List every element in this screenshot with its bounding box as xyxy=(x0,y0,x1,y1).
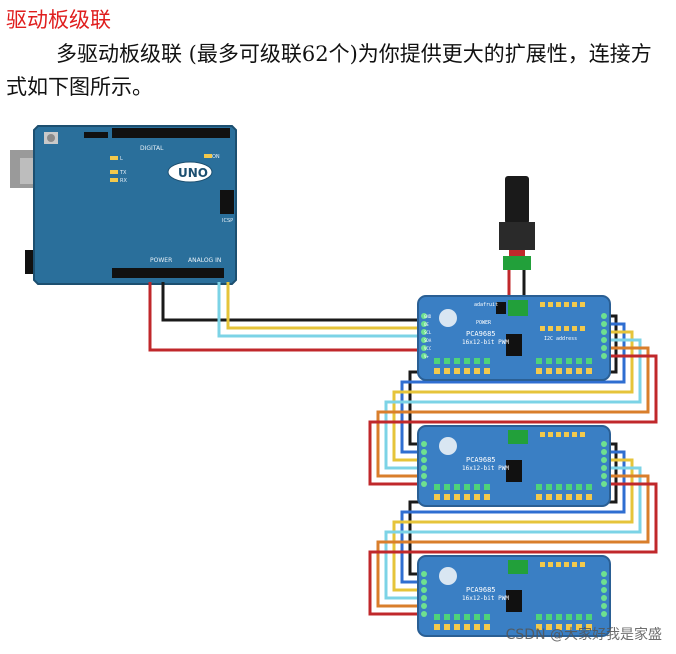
csdn-watermark: CSDN @大家好我是家盛 xyxy=(505,627,662,643)
svg-text:adafruit: adafruit xyxy=(474,302,498,308)
svg-text:OE: OE xyxy=(424,322,429,327)
svg-text:ANALOG IN: ANALOG IN xyxy=(188,257,221,264)
svg-text:POWER: POWER xyxy=(150,257,172,264)
svg-text:POWER: POWER xyxy=(476,320,492,326)
svg-text:SCL: SCL xyxy=(424,330,432,335)
pwm-driver-board-3: PCA9685 16x12-bit PWM xyxy=(417,555,611,637)
svg-text:I2C address: I2C address xyxy=(544,336,577,342)
wiring-diagram: UNO DIGITAL ANALOG IN POWER ICSP ON TX R… xyxy=(10,125,658,637)
svg-text:PCA9685: PCA9685 xyxy=(466,330,496,338)
svg-text:PCA9685: PCA9685 xyxy=(466,586,496,594)
svg-text:DIGITAL: DIGITAL xyxy=(140,145,164,152)
svg-text:ICSP: ICSP xyxy=(222,218,233,224)
svg-text:PCA9685: PCA9685 xyxy=(466,456,496,464)
svg-text:TX: TX xyxy=(119,170,127,176)
svg-text:GND: GND xyxy=(424,314,432,319)
svg-text:VCC: VCC xyxy=(424,346,432,351)
cascade-wires xyxy=(368,314,658,616)
svg-text:16x12-bit PWM: 16x12-bit PWM xyxy=(462,339,509,346)
pwm-driver-board-1: PCA9685 16x12-bit PWM adafruit I2C addre… xyxy=(417,295,611,381)
description-paragraph: 多驱动板级联 (最多可级联62个)为你提供更大的扩展性，连接方式如下图所示。 xyxy=(6,42,652,99)
section-title: 驱动板级联 xyxy=(6,8,111,32)
svg-text:SDA: SDA xyxy=(424,338,432,343)
svg-text:16x12-bit PWM: 16x12-bit PWM xyxy=(462,595,509,602)
pwm-driver-board-2: PCA9685 16x12-bit PWM xyxy=(417,425,611,507)
pin-labels: GND OE SCL SDA VCC V+ xyxy=(424,314,432,359)
arduino-logo: UNO xyxy=(178,166,208,180)
svg-text:L: L xyxy=(120,156,123,162)
svg-text:ON: ON xyxy=(212,154,220,160)
svg-text:V+: V+ xyxy=(424,354,429,359)
dc-power-jack xyxy=(499,176,535,300)
svg-text:16x12-bit PWM: 16x12-bit PWM xyxy=(462,465,509,472)
arduino-wires xyxy=(148,282,418,352)
arduino-uno-board: UNO DIGITAL ANALOG IN POWER ICSP ON TX R… xyxy=(10,125,237,285)
svg-text:RX: RX xyxy=(120,178,127,184)
